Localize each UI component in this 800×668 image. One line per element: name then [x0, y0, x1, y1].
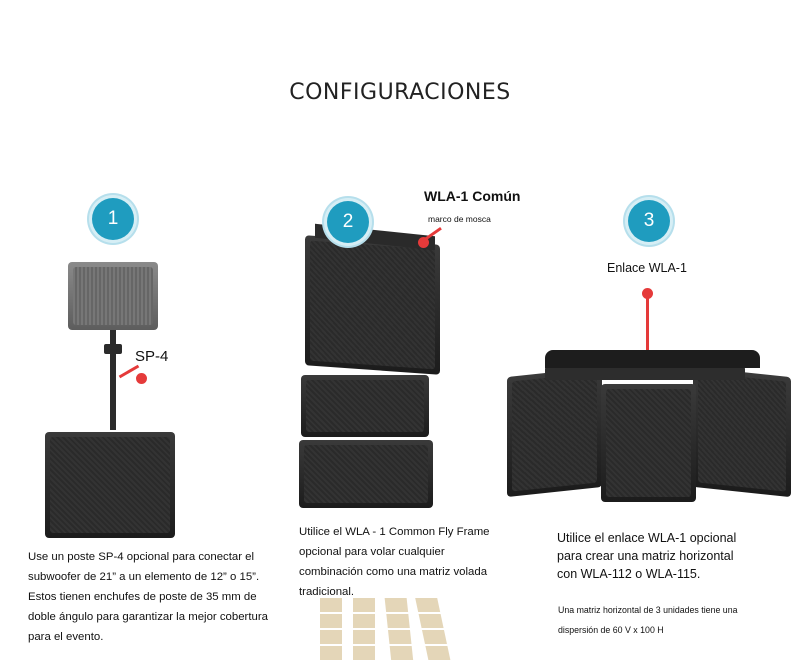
config3-description: Utilice el enlace WLA-1 opcional para cr… — [557, 531, 737, 581]
wla1-link-label: Enlace WLA-1 — [607, 261, 687, 275]
link-marker-dot — [642, 288, 653, 299]
link-pointer-line — [646, 296, 649, 356]
fly-frame-marker-dot — [418, 237, 429, 248]
sp4-setup-image — [40, 260, 175, 540]
step-1-badge: 1 — [92, 198, 134, 240]
wla1-flown-array-image — [297, 210, 447, 510]
config2-description: Utilice el WLA - 1 Common Fly Frame opci… — [299, 526, 490, 598]
config3-note: Una matriz horizontal de 3 unidades tien… — [558, 605, 738, 635]
config1-description: Use un poste SP-4 opcional para conectar… — [28, 551, 268, 643]
sp4-label: SP-4 — [135, 348, 169, 365]
wla1-comun-label: WLA-1 Común — [424, 188, 521, 204]
fly-frame-sublabel: marco de mosca — [428, 214, 491, 224]
sp4-marker-dot — [136, 373, 147, 384]
page-title: CONFIGURACIONES — [289, 80, 511, 105]
horizontal-array-image — [505, 344, 795, 504]
step-3-badge: 3 — [628, 200, 670, 242]
array-configurations-thumbnails — [318, 598, 451, 664]
step-2-badge: 2 — [327, 201, 369, 243]
